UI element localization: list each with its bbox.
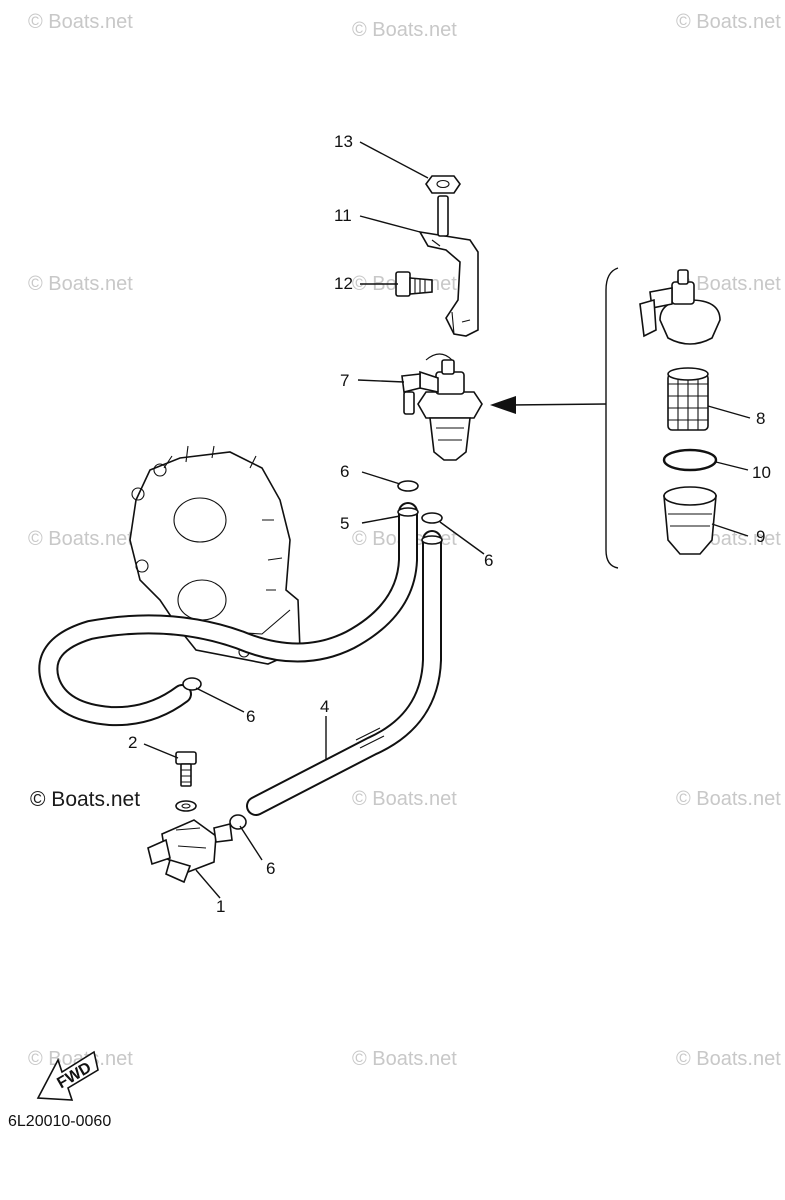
callout-6: 6 [484,551,493,570]
callouts: 13 11 12 7 6 5 6 6 4 2 6 1 8 10 9 [128,132,771,916]
callout-12: 12 [334,274,353,293]
filter-element-8 [667,367,709,431]
clip-6 [397,480,419,492]
watermark: © Boats.net [352,1048,457,1070]
clip-6 [182,677,202,691]
callout-10: 10 [752,463,771,482]
exploded-view-bracket [605,267,619,569]
callout-8: 8 [756,409,765,428]
o-ring-10 [662,448,718,472]
callout-1: 1 [216,897,225,916]
callout-4: 4 [320,697,329,716]
callout-6: 6 [340,462,349,481]
watermark: © Boats.net [28,11,133,33]
fwd-arrow-icon [36,1050,99,1101]
bolt-2 [175,751,197,812]
hose-cut-mark [355,727,385,749]
callout-13: 13 [334,132,353,151]
callout-6: 6 [246,707,255,726]
watermark-strong: © Boats.net [30,788,140,811]
bolt-12 [395,271,433,297]
filter-bracket [418,195,479,337]
exploded-view-arrowhead [490,396,516,414]
watermark: © Boats.net [676,273,781,295]
watermark: © Boats.net [28,1048,133,1070]
fuel-filter-7 [401,353,483,461]
diagram-code: 6L20010-0060 [8,1113,111,1130]
watermark: © Boats.net [28,273,133,295]
watermark: © Boats.net [676,1048,781,1070]
watermark: © Boats.net [676,788,781,810]
filter-cap-exploded [639,269,721,345]
callout-11: 11 [334,206,352,225]
nut-13 [425,175,461,194]
leader-lines [143,141,751,899]
watermark: © Boats.net [352,788,457,810]
callout-6: 6 [266,859,275,878]
joint-1 [147,819,233,884]
watermark: © Boats.net [676,11,781,33]
callout-9: 9 [756,527,765,546]
exploded-view-arrow-line [509,403,607,406]
filter-cup-9 [663,486,717,555]
watermark: © Boats.net [28,528,133,550]
clip-6 [421,512,443,524]
clip-6 [229,814,247,830]
watermark: © Boats.net [352,19,457,41]
callout-5: 5 [340,514,349,533]
callout-2: 2 [128,733,137,752]
callout-7: 7 [340,371,349,390]
